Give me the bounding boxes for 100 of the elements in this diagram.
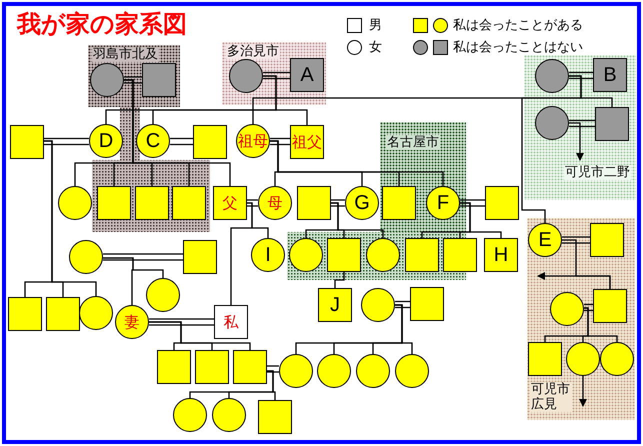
person-square xyxy=(593,289,627,323)
person-circle xyxy=(361,288,395,322)
descent-line xyxy=(44,140,97,296)
descent-line xyxy=(395,304,413,354)
person-square xyxy=(10,125,44,159)
person-circle xyxy=(279,354,313,388)
person-circle xyxy=(566,342,600,376)
marriage-line xyxy=(102,253,184,261)
marriage-line xyxy=(262,72,291,80)
marriage-line xyxy=(561,236,591,244)
person-square xyxy=(405,238,439,272)
person-circle xyxy=(356,354,390,388)
person-circle xyxy=(146,278,180,312)
person-circle: C xyxy=(136,124,170,158)
marriage-line xyxy=(266,365,280,373)
marriage-line xyxy=(246,199,259,207)
person-square xyxy=(195,350,229,384)
marriage-line xyxy=(148,318,215,326)
region-band xyxy=(222,42,326,105)
person-circle: D xyxy=(89,124,123,158)
person-square xyxy=(157,350,191,384)
descent-line xyxy=(149,321,251,350)
person-circle xyxy=(212,398,246,432)
person-square xyxy=(297,186,331,220)
place-label: 多治見市 xyxy=(226,44,280,59)
person-square xyxy=(258,400,292,434)
person-square: A xyxy=(290,58,324,92)
region-band xyxy=(524,55,636,200)
person-square xyxy=(8,297,42,331)
marriage-line xyxy=(330,199,346,207)
person-square: 私 xyxy=(214,305,248,339)
person-square: 父 xyxy=(213,186,247,220)
person-circle xyxy=(58,186,92,220)
marriage-line xyxy=(568,120,596,128)
person-square: H xyxy=(484,238,518,272)
person-square xyxy=(485,186,519,220)
person-circle: G xyxy=(345,186,379,220)
marriage-line xyxy=(43,138,90,146)
marriage-line xyxy=(269,138,291,146)
descent-line xyxy=(460,202,502,238)
legend-label: 私は会ったことがある xyxy=(453,18,583,33)
person-circle: I xyxy=(251,238,285,272)
person-circle xyxy=(173,398,207,432)
title: 我が家の家系図 xyxy=(17,10,187,38)
person-circle: 祖母 xyxy=(236,124,270,158)
person-square: B xyxy=(593,58,627,92)
person-square xyxy=(410,287,444,321)
legend-label: 男 xyxy=(369,18,382,33)
region-band xyxy=(380,122,466,232)
descent-line xyxy=(230,202,253,305)
marriage-line xyxy=(123,76,143,84)
marriage-line xyxy=(568,72,594,80)
person-circle xyxy=(550,292,584,326)
person-circle xyxy=(69,240,103,274)
person-circle xyxy=(229,59,263,93)
descent-line xyxy=(267,370,276,400)
person-square xyxy=(183,240,217,274)
region-band xyxy=(527,218,635,420)
descent-line xyxy=(103,257,164,278)
region-band xyxy=(88,45,180,107)
person-circle: 母 xyxy=(258,186,292,220)
legend-label: 私は会ったことはない xyxy=(453,40,583,55)
person-square xyxy=(233,350,267,384)
place-label: 可児市広見 xyxy=(530,382,572,412)
person-circle: F xyxy=(426,186,460,220)
person-square xyxy=(135,186,169,220)
place-label: 可児市二野 xyxy=(564,165,631,180)
person-square xyxy=(443,238,477,272)
descent-line xyxy=(331,202,384,238)
person-square xyxy=(46,297,80,331)
person-circle xyxy=(600,342,634,376)
person-square xyxy=(327,238,361,272)
marriage-line xyxy=(169,138,194,146)
person-circle xyxy=(535,59,569,93)
marriage-line xyxy=(394,300,411,308)
person-circle xyxy=(395,354,429,388)
person-circle xyxy=(79,296,113,330)
marriage-line xyxy=(459,199,486,207)
person-circle: 妻 xyxy=(115,305,149,339)
legend-label: 女 xyxy=(369,40,382,55)
person-square xyxy=(97,186,131,220)
person-square xyxy=(528,342,562,376)
place-label: 名古屋市 xyxy=(386,135,440,150)
descent-line xyxy=(270,140,444,186)
person-square: J xyxy=(318,288,352,322)
lineage-arrow xyxy=(569,122,584,161)
person-square xyxy=(142,63,176,97)
person-square xyxy=(193,125,227,159)
lineage-arrow xyxy=(579,376,587,407)
descent-line xyxy=(334,272,345,288)
descent-line xyxy=(124,79,231,186)
lineage-arrow xyxy=(537,272,611,289)
person-circle xyxy=(317,354,351,388)
descent-line xyxy=(263,75,308,125)
person-circle xyxy=(535,106,569,140)
person-circle xyxy=(90,63,124,97)
person-circle: E xyxy=(528,223,562,257)
descent-line xyxy=(584,307,618,342)
descent-line xyxy=(569,75,613,107)
place-label: 羽島市北及 xyxy=(92,47,159,62)
